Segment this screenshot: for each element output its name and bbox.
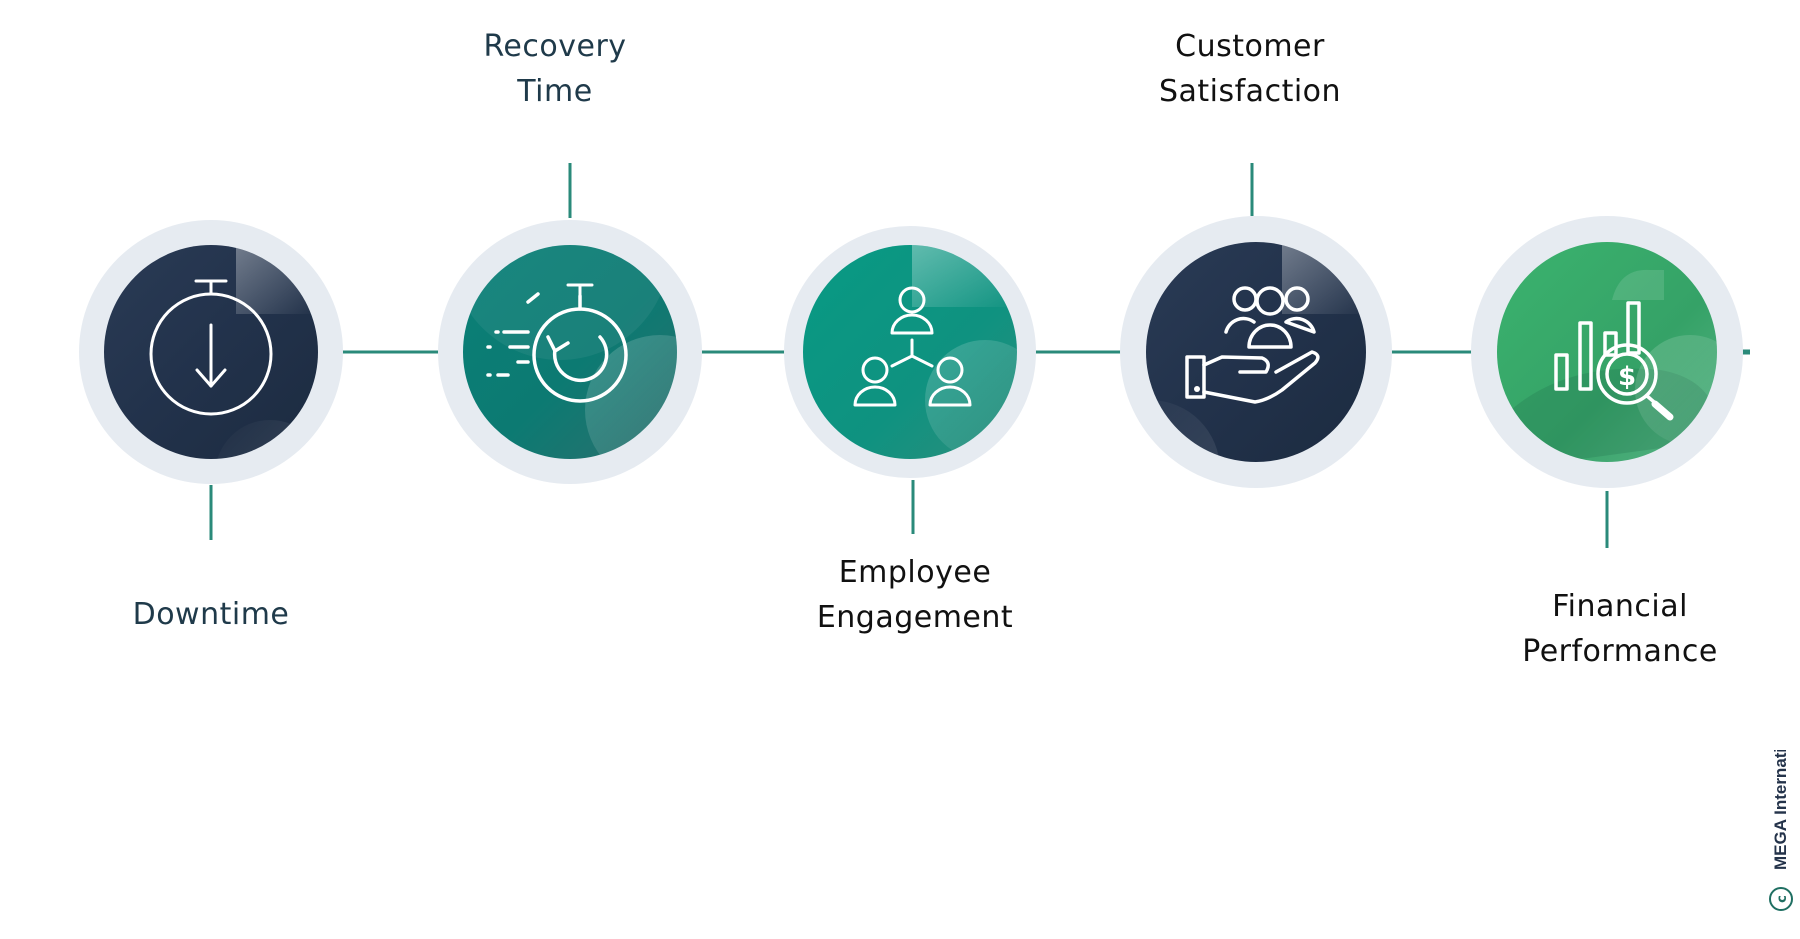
label-recovery-time: Recovery Time xyxy=(483,29,627,109)
node-recovery-time xyxy=(438,220,702,484)
watermark: MEGA International c xyxy=(1769,750,1793,911)
watermark-text: MEGA International xyxy=(1771,750,1790,870)
hand-holding-people-icon xyxy=(1185,286,1320,404)
stopwatch-down-arrow-icon xyxy=(149,279,273,416)
label-financial-performance: Financial Performance xyxy=(1522,589,1718,669)
node-downtime xyxy=(79,220,343,484)
node-customer-satisfaction xyxy=(1120,216,1392,488)
copyright-symbol: c xyxy=(1775,895,1790,903)
team-network-icon xyxy=(853,286,972,407)
chart-dollar-magnifier-icon: $ xyxy=(1554,301,1674,421)
label-employee-engagement: Employee Engagement xyxy=(816,555,1014,635)
label-customer-satisfaction: Customer Satisfaction xyxy=(1158,29,1342,109)
node-financial-performance: $ xyxy=(1471,216,1743,488)
fast-timer-icon xyxy=(486,283,628,403)
svg-text:$: $ xyxy=(1618,362,1636,392)
node-employee-engagement xyxy=(784,226,1036,478)
label-downtime: Downtime xyxy=(132,597,290,632)
copyright-icon xyxy=(1769,887,1793,911)
